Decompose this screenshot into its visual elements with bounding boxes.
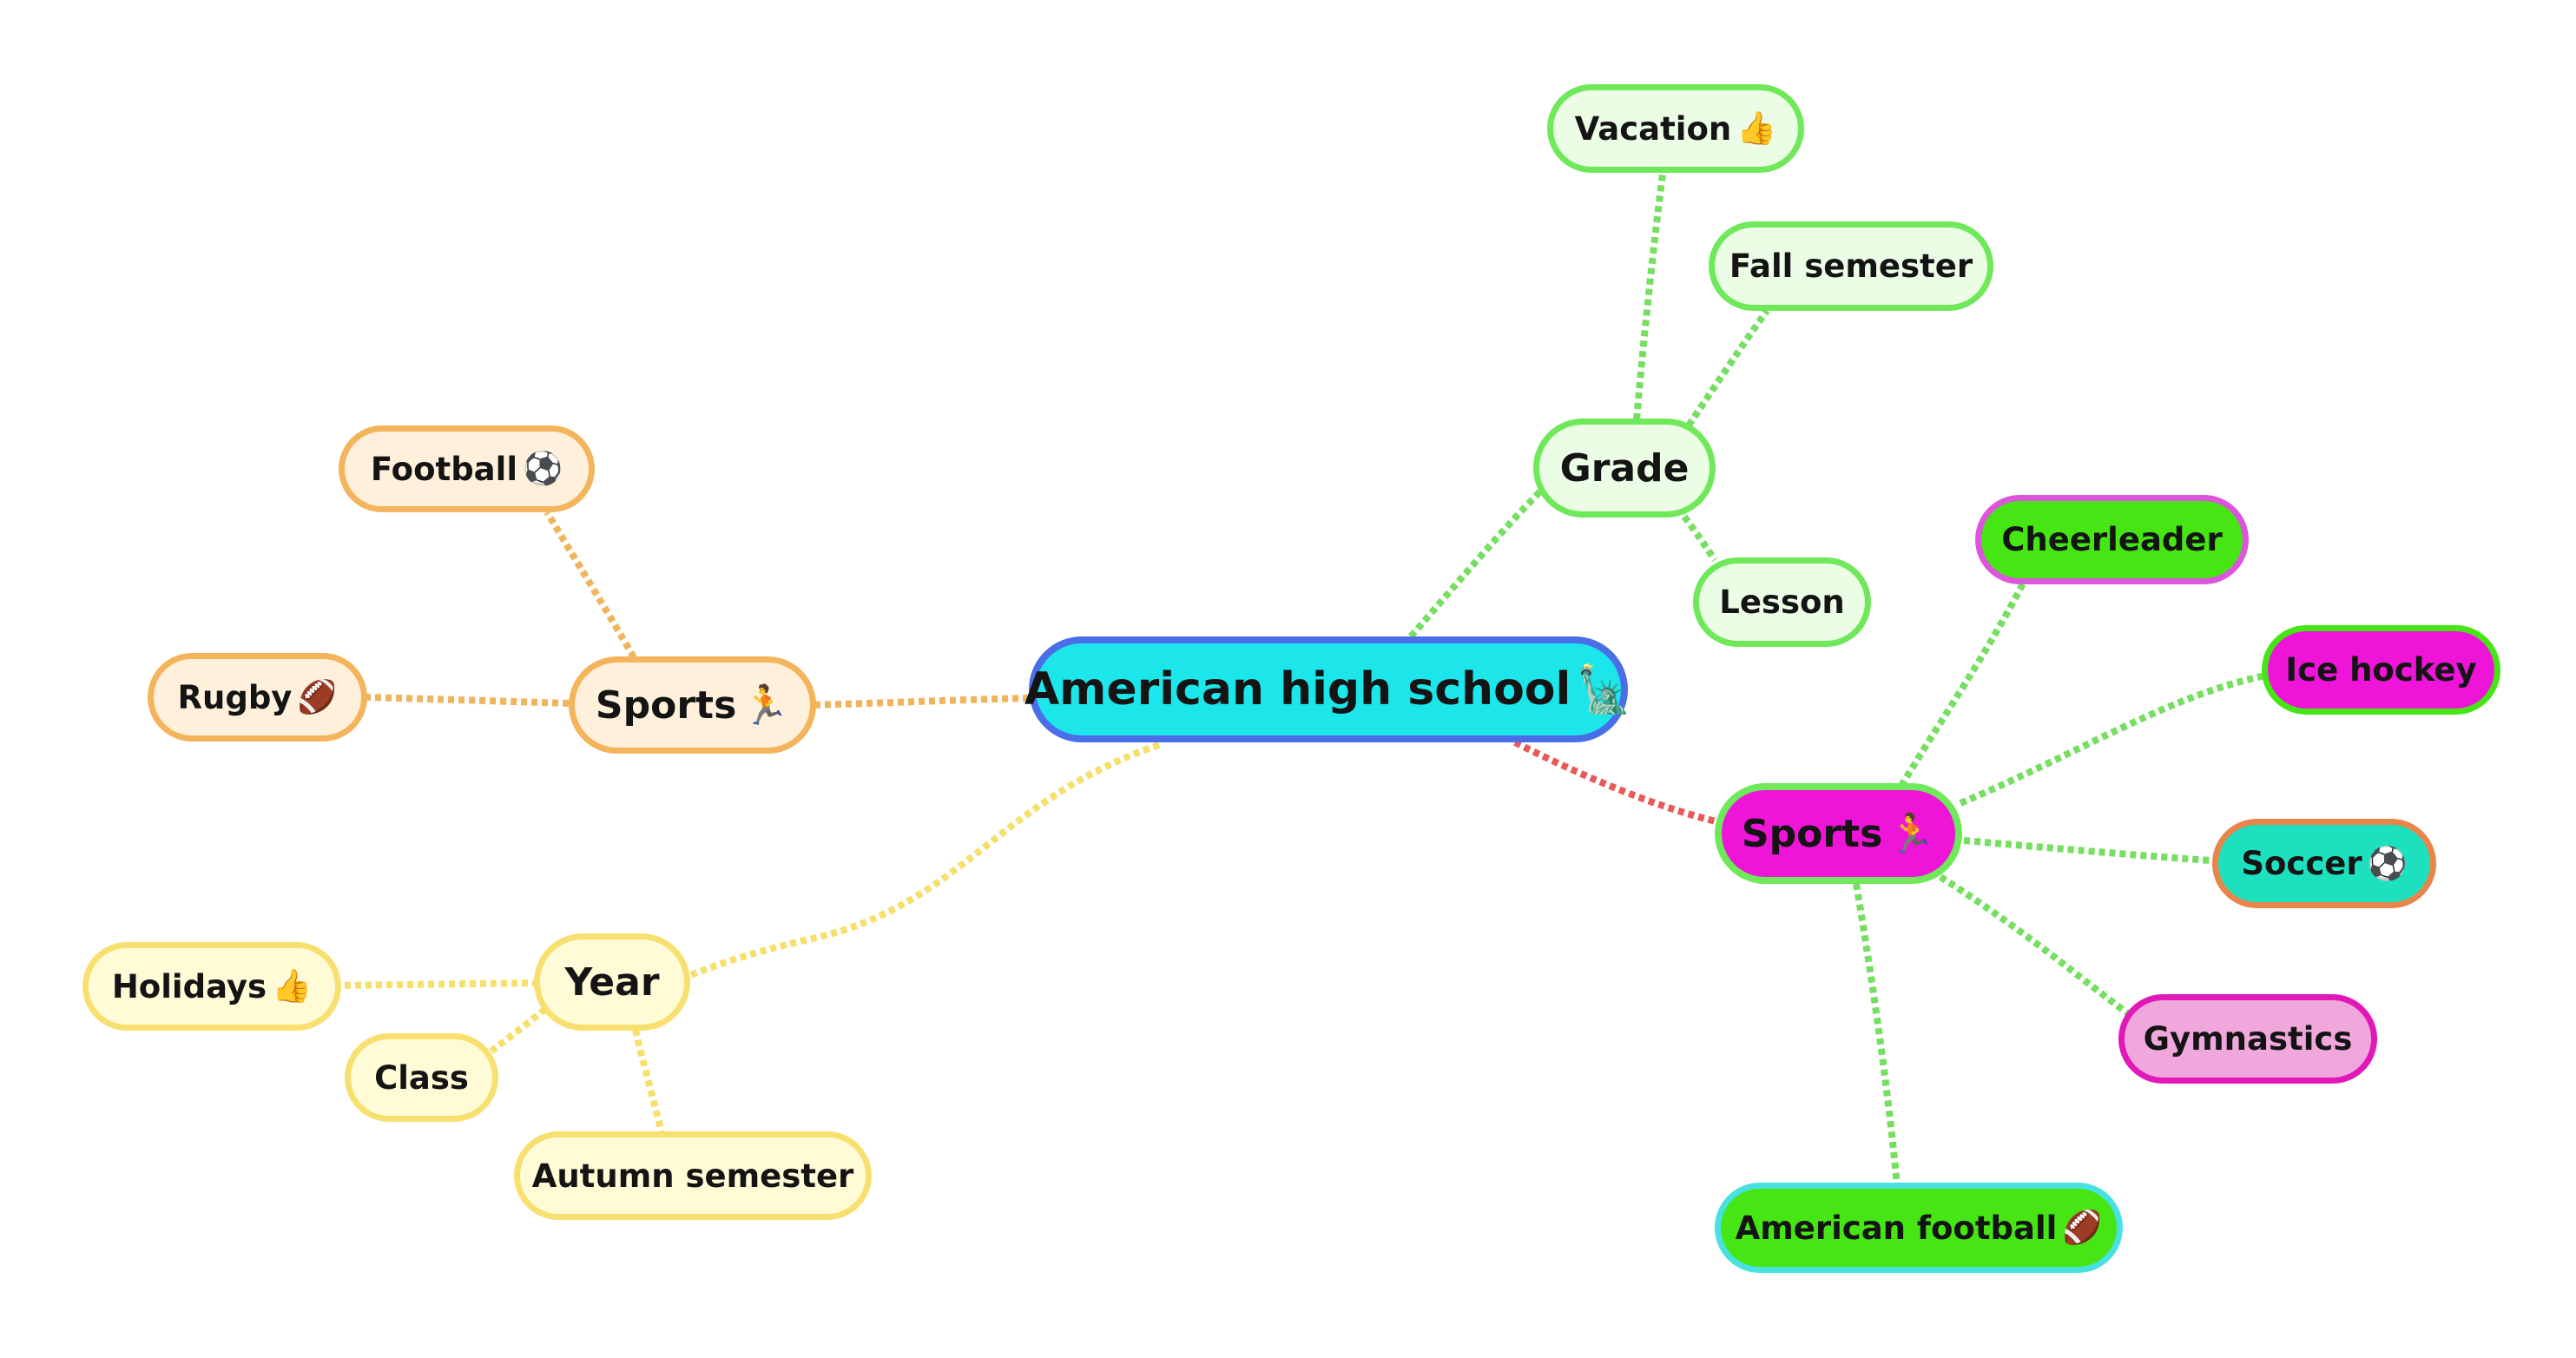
holidays-label: Holidays [111, 967, 267, 1005]
rugby-label: Rugby [177, 678, 293, 716]
soccer-node[interactable]: Soccer ⚽ [2212, 819, 2436, 908]
gymnastics-label: Gymnastics [2143, 1020, 2353, 1058]
class-node[interactable]: Class [345, 1033, 498, 1122]
runner-icon: 🏃 [741, 683, 790, 728]
lesson-node[interactable]: Lesson [1693, 557, 1871, 647]
edge-right-sports-gymnastics [1938, 873, 2131, 1018]
grade-node[interactable]: Grade [1533, 419, 1716, 517]
edge-root-right-sports [1513, 739, 1724, 827]
rugby-ball-icon: 🏈 [297, 678, 338, 715]
edge-left-sports-football [544, 510, 637, 659]
edge-right-sports-soccer [1963, 837, 2224, 865]
edge-right-sports-cheer [1898, 582, 2026, 788]
fall-semester-node[interactable]: Fall semester [1709, 221, 1993, 311]
right-sports-node[interactable]: Sports 🏃 [1715, 783, 1962, 884]
edge-root-left-sports [811, 695, 1030, 709]
right-sports-label: Sports [1741, 811, 1883, 856]
grade-label: Grade [1559, 445, 1690, 491]
edge-right-sports-amfootball [1853, 883, 1901, 1186]
edge-root-year [684, 742, 1161, 980]
root-node[interactable]: American high school 🗽 [1024, 636, 1632, 742]
vacation-node[interactable]: Vacation 👍 [1547, 84, 1804, 173]
american-football-label: American football [1735, 1209, 2058, 1247]
ice-hockey-label: Ice hockey [2285, 651, 2477, 689]
holidays-node[interactable]: Holidays 👍 [82, 942, 341, 1031]
year-label: Year [564, 959, 660, 1005]
soccer-ball-icon: ⚽ [523, 450, 563, 487]
rugby-node[interactable]: Rugby 🏈 [148, 653, 367, 742]
lesson-label: Lesson [1719, 583, 1845, 621]
class-label: Class [374, 1058, 469, 1097]
cheerleader-label: Cheerleader [2001, 521, 2223, 558]
autumn-semester-node[interactable]: Autumn semester [514, 1131, 872, 1220]
thumbs-up-icon: 👍 [272, 967, 313, 1005]
edge-grade-vacation [1633, 173, 1666, 420]
football-label: Football [370, 450, 518, 488]
vacation-label: Vacation [1574, 109, 1732, 148]
ice-hockey-node[interactable]: Ice hockey [2262, 625, 2500, 715]
edge-root-grade [1407, 484, 1548, 639]
left-sports-node[interactable]: Sports 🏃 [569, 656, 816, 754]
edge-right-sports-hockey [1959, 672, 2267, 807]
gymnastics-node[interactable]: Gymnastics [2118, 994, 2377, 1084]
soccer-label: Soccer [2241, 845, 2362, 882]
runner-icon: 🏃 [1888, 812, 1936, 856]
year-node[interactable]: Year [534, 933, 690, 1031]
football-node[interactable]: Football ⚽ [339, 425, 595, 512]
edge-year-class [484, 1005, 548, 1058]
edge-year-autumn [632, 1029, 665, 1134]
thumbs-up-icon: 👍 [1736, 109, 1777, 147]
statue-of-liberty-icon: 🗽 [1576, 663, 1633, 716]
american-football-node[interactable]: American football 🏈 [1715, 1183, 2123, 1273]
edge-grade-fall [1685, 308, 1770, 428]
american-football-icon: 🏈 [2062, 1209, 2103, 1246]
edge-grade-lesson [1681, 514, 1718, 563]
left-sports-label: Sports [595, 682, 737, 728]
cheerleader-node[interactable]: Cheerleader [1975, 495, 2249, 584]
root-label: American high school [1024, 663, 1571, 715]
fall-semester-label: Fall semester [1729, 247, 1973, 285]
soccer-ball-icon: ⚽ [2367, 844, 2408, 882]
edge-year-holidays [338, 979, 539, 989]
edge-left-sports-rugby [364, 694, 570, 707]
autumn-semester-label: Autumn semester [531, 1157, 854, 1195]
